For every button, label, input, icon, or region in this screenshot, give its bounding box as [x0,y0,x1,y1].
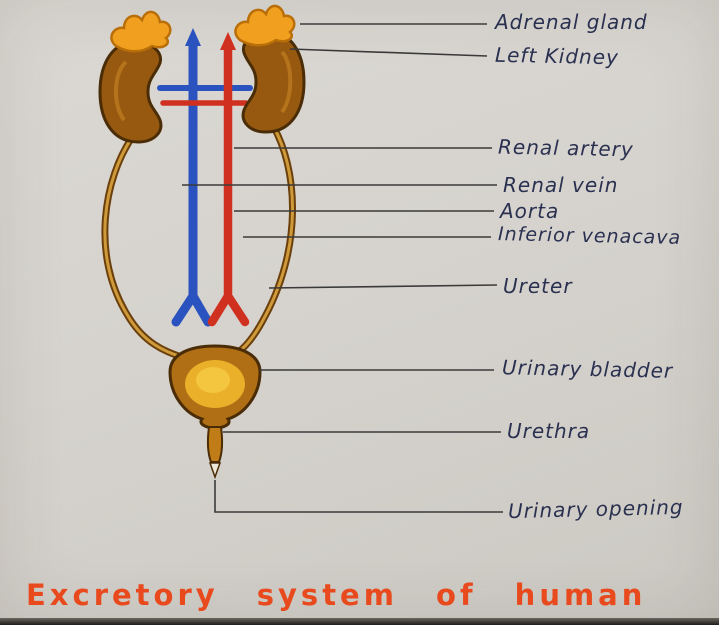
label-left-kidney: Left Kidney [494,42,620,70]
kidneys [98,30,306,144]
adrenal-glands [110,4,296,53]
adrenal-gland-right [234,4,296,47]
leader-left-kidney [289,48,488,57]
leader-urinary-opening [214,480,503,513]
label-renal-artery: Renal artery [497,134,634,162]
kidney-left [98,40,163,144]
label-aorta: Aorta [500,199,560,223]
label-adrenal-gland: Adrenal gland [495,10,648,34]
aorta-top-tip [220,32,236,50]
inferior-vena-cava-trunk [171,37,213,327]
ureter-right-inner [234,122,294,356]
label-renal-vein: Renal vein [503,173,619,197]
leader-lines [182,23,503,513]
aorta-trunk [207,41,250,327]
bladder-group [168,344,262,480]
diagram-title: Excretory system of human [26,578,647,612]
label-urinary-opening: Urinary opening [507,494,684,524]
label-urethra: Urethra [507,419,591,443]
ureter-left-inner [103,134,186,360]
aorta-vessel [160,32,250,327]
urinary-opening-tip [208,462,222,480]
adrenal-gland-left [110,10,172,53]
ureters [101,120,296,362]
vena-cava-top-tip [185,28,201,46]
leader-ureter [268,284,498,289]
urethra-tube [206,426,224,463]
kidney-right-highlight [280,50,293,114]
kidney-right [241,30,306,134]
kidney-left-highlight [113,60,128,122]
label-urinary-bladder: Urinary bladder [501,355,674,383]
label-inferior-venacava: Inferior venacava [497,223,682,249]
photo-bottom-edge [0,618,719,625]
label-ureter: Ureter [503,274,573,298]
vena-cava-vessel [157,28,253,327]
bladder-inner-highlight [196,367,230,393]
